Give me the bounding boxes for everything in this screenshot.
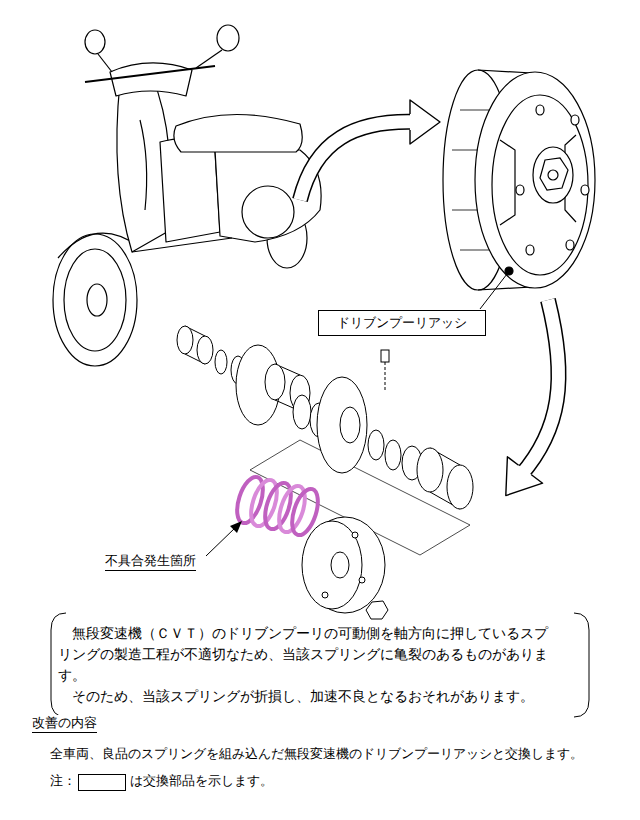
exploded-view: [340, 407, 360, 443]
legend-swatch: [78, 774, 126, 791]
node-text: そのため、当該スプリングが折損し、加速不良となるおそれがあります。: [58, 686, 563, 707]
pulley-drawing: [443, 70, 595, 290]
pulley-drawing: [475, 72, 595, 288]
pulley-drawing: [548, 170, 558, 180]
exploded-view: [322, 592, 328, 598]
scooter-drawing: [217, 25, 239, 51]
scooter-drawing: [58, 233, 138, 258]
pointer-arrow: [206, 521, 242, 556]
scooter-drawing: [85, 30, 105, 54]
legend-text: は交換部品を示します。: [130, 773, 273, 789]
bracket-outline: [574, 613, 589, 717]
exploded-view: [197, 336, 213, 364]
exploded-view: [447, 465, 473, 509]
scooter-drawing: [242, 186, 294, 238]
exploded-view: [317, 377, 367, 473]
pulley-drawing: [536, 105, 544, 115]
node-text: 無段変速機（ＣＶＴ）のドリブンプーリの可動側を軸方向に押しているスプ リングの製…: [58, 623, 563, 686]
exploded-view: [368, 430, 384, 460]
leader-line: [480, 274, 507, 309]
exploded-view: [302, 521, 362, 609]
pointer-arrow: [230, 521, 242, 533]
spring: [232, 474, 323, 538]
pulley-drawing: [581, 185, 589, 195]
hollow-arrow: [300, 122, 416, 200]
hollow-arrow: [300, 122, 416, 200]
exploded-view: [417, 448, 443, 492]
scooter-drawing: [140, 120, 147, 210]
pulley-drawing: [500, 135, 576, 225]
scooter-drawing: [64, 249, 126, 351]
pulley-drawing: [533, 147, 573, 203]
exploded-view: [366, 601, 388, 619]
hollow-arrow: [506, 457, 543, 496]
pulley-drawing: [492, 95, 588, 275]
defect-location-label: 不具合発生箇所: [105, 553, 196, 571]
part-name-box: ドリブンプーリアッシ: [318, 310, 486, 336]
pulley-drawing: [505, 267, 513, 275]
exploded-view: [177, 326, 473, 619]
remedy-text: 全車両、良品のスプリングを組み込んだ無段変速機のドリブンプーリアッシと交換します…: [50, 746, 583, 762]
hollow-arrow: [521, 300, 559, 475]
scooter-drawing: [160, 139, 220, 242]
scooter-drawing: [53, 234, 137, 366]
hollow-arrow: [521, 300, 559, 475]
exploded-view: [331, 552, 349, 578]
pulley-drawing: [571, 115, 579, 125]
exploded-view: [385, 362, 386, 390]
scooter-drawing: [174, 114, 302, 152]
hollow-arrow: [506, 300, 559, 496]
defect-description: 無段変速機（ＣＶＴ）のドリブンプーリの可動側を軸方向に押しているスプ リングの製…: [50, 612, 590, 718]
scooter-drawing: [53, 25, 321, 366]
exploded-view: [215, 350, 227, 374]
exploded-view: [177, 326, 193, 354]
node-text: ドリブンプーリアッシ: [331, 315, 473, 331]
scooter-drawing: [87, 284, 107, 316]
pulley-drawing: [540, 158, 568, 190]
pulley-drawing: [526, 245, 534, 255]
pulley-drawing: [566, 240, 574, 250]
hollow-arrow: [300, 100, 440, 200]
scooter-drawing: [196, 50, 222, 68]
bracket-outline: [51, 613, 66, 717]
scooter-drawing: [98, 54, 112, 72]
pointer-arrow: [206, 527, 236, 556]
note-label: 注：: [50, 773, 76, 789]
exploded-view: [352, 532, 358, 538]
exploded-view: [265, 364, 285, 400]
exploded-view: [359, 577, 365, 583]
spring: [287, 486, 323, 538]
pulley-drawing: [516, 185, 524, 195]
section-heading: 改善の内容: [32, 715, 97, 733]
exploded-view: [381, 350, 389, 362]
scooter-drawing: [132, 238, 232, 252]
scooter-drawing: [85, 66, 215, 82]
exploded-view: [293, 395, 311, 429]
scooter-drawing: [110, 63, 192, 96]
hollow-arrow: [410, 100, 440, 144]
exploded-view: [385, 440, 401, 470]
